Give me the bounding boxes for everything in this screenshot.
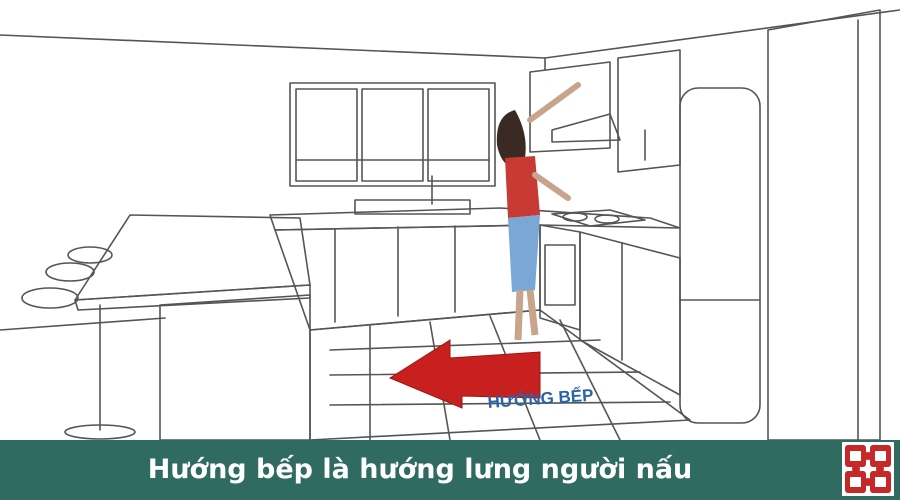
caption-text: Hướng bếp là hướng lưng người nấu [147,454,693,485]
company-logo-icon [842,442,894,496]
kitchen-illustration: HƯỚNG BẾP [0,9,900,440]
cook-figure [496,82,581,341]
caption-bar: Hướng bếp là hướng lưng người nấu [0,440,900,500]
direction-arrow [388,339,541,409]
